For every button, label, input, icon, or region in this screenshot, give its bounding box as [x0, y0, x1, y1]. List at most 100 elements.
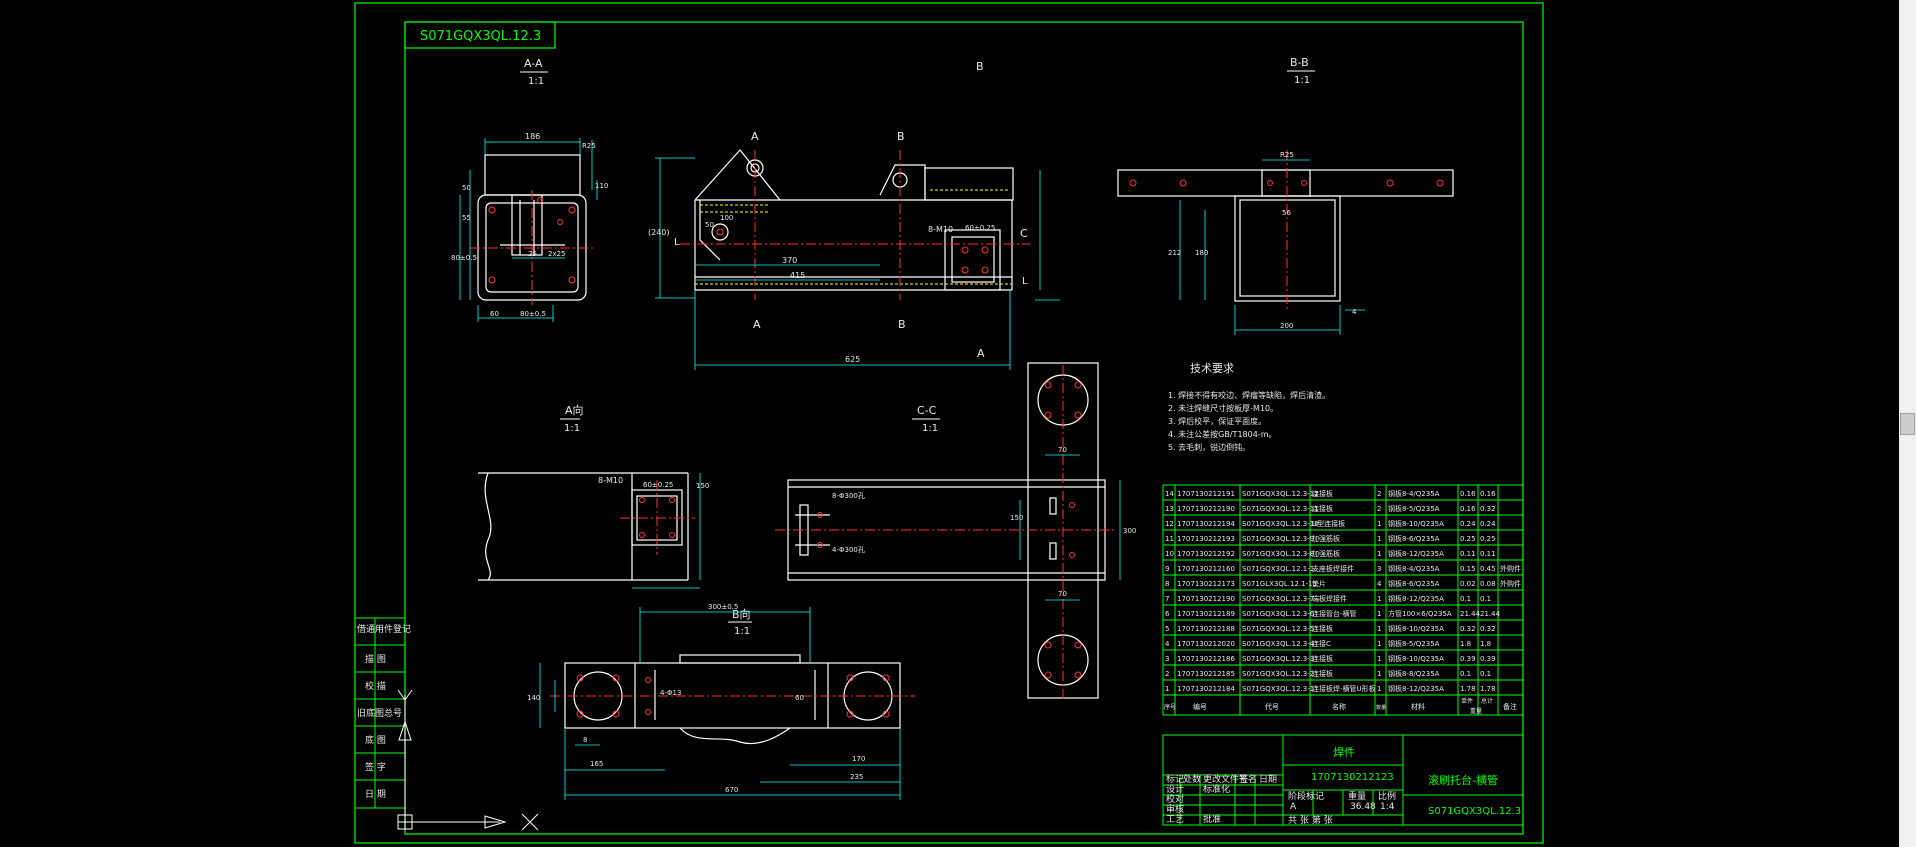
bom-cell-no: 10	[1165, 550, 1174, 558]
tech-requirements: 技术要求 1. 焊接不得有咬边、焊瘤等缺陷，焊后清渣。 2. 未注焊缝尺寸按板厚…	[1168, 362, 1330, 452]
bom-cell-qty: 1	[1377, 685, 1381, 693]
aa-title: A-A	[524, 57, 543, 70]
tech-item-1: 2. 未注焊缝尺寸按板厚-M10。	[1168, 403, 1278, 413]
bom-cell-no: 11	[1165, 535, 1174, 543]
bom-cell-total: 0.39	[1480, 655, 1496, 663]
strip-label-2: 校 描	[365, 680, 386, 692]
bom-cell-no: 1	[1165, 685, 1169, 693]
aa-dim-v: 80±0.5	[451, 254, 477, 262]
tb-drawing-no: S071GQX3QL.12.3	[1428, 806, 1521, 817]
cc-scale: 1:1	[922, 423, 938, 434]
cc-dim-d2: 4-Φ300孔	[832, 546, 865, 554]
main-dim-s: 60±0.25	[965, 224, 995, 232]
strip-label-5: 签 字	[365, 761, 386, 773]
inner-border	[404, 21, 1524, 835]
tb-lbl-sheet: 共 张 第 张	[1288, 814, 1333, 826]
bom-cell-code: 1707130212192	[1177, 550, 1235, 558]
bom-cell-qty: 1	[1377, 610, 1381, 618]
tech-item-3: 4. 未注公差按GB/T1804-m。	[1168, 429, 1276, 439]
aa-dim-h1: 50	[462, 184, 471, 192]
bom-cell-no: 5	[1165, 625, 1169, 633]
bom-cell-material: 钢板8-5/Q235A	[1388, 504, 1440, 513]
bom-cell-material: 钢板8-10/Q235A	[1388, 654, 1444, 663]
bom-header-unit: 单件	[1461, 697, 1473, 705]
bom-cell-no: 12	[1165, 520, 1174, 528]
bom-cell-name: 端板焊接件	[1312, 594, 1347, 603]
aa-dim-h3: 110	[595, 182, 608, 190]
bv-dim-b: 8	[583, 736, 587, 744]
main-dim-h2: 50	[705, 221, 714, 229]
tb-lbl-date: 日期	[1259, 774, 1277, 785]
tb-lbl-change: 更改文件号	[1203, 773, 1248, 785]
bom-cell-material: 钢板8-4/Q235A	[1388, 489, 1440, 498]
bom-cell-material: 方管100×6/Q235A	[1388, 609, 1452, 618]
main-marker-l2: L	[1022, 276, 1028, 287]
av-scale: 1:1	[564, 423, 580, 434]
bom-cell-material: 钢板8-12/Q235A	[1388, 684, 1444, 693]
bv-dim-h: 140	[527, 694, 540, 702]
main-view: B A B A B C A L L	[648, 60, 1060, 370]
tb-lbl-check: 校对	[1166, 793, 1184, 805]
bom-cell-material: 钢板8-6/Q235A	[1388, 579, 1440, 588]
tb-lbl-count: 处数	[1183, 773, 1201, 785]
bom-cell-code: 1707130212184	[1177, 685, 1235, 693]
ucs-icon	[397, 689, 539, 831]
av-dim-h: 150	[696, 482, 709, 490]
bom-cell-material: 钢板8-12/Q235A	[1388, 594, 1444, 603]
bom-header-code: 编号	[1193, 702, 1207, 711]
tb-part-label: 焊件	[1333, 745, 1355, 759]
bom-cell-material: 钢板8-10/Q235A	[1388, 519, 1444, 528]
tb-lbl-std: 标准化	[1203, 783, 1230, 795]
cc-dim-h: 300	[1123, 527, 1136, 535]
strip-label-3: 旧底图总号	[357, 707, 402, 719]
bom-cell-drawing: S071GQX3QL.12.3-3	[1242, 655, 1314, 663]
bb-dim-top: R25	[1280, 151, 1294, 159]
scrollbar-thumb[interactable]	[1900, 413, 1915, 435]
main-dim-l3: 625	[845, 355, 860, 364]
main-dim-h: (240)	[648, 228, 670, 237]
cc-title: C-C	[917, 404, 937, 417]
bom-cell-name: 加强筋板	[1312, 534, 1340, 543]
main-marker-l1: L	[674, 237, 680, 248]
bom-cell-drawing: S071GQX3QL.12.3-7	[1242, 595, 1314, 603]
bom-cell-code: 1707130212173	[1177, 580, 1235, 588]
bom-cell-total: 1.78	[1480, 685, 1496, 693]
main-marker-b-bot: B	[898, 318, 906, 331]
bom-cell-code: 1707130212194	[1177, 520, 1235, 528]
bom-cell-drawing: S071GQX3QL.12.3-11	[1242, 505, 1319, 513]
tb-weight: 36.48	[1350, 802, 1376, 812]
vertical-scrollbar[interactable]	[1899, 0, 1916, 847]
bom-cell-material: 钢板8-4/Q235A	[1388, 564, 1440, 573]
bom-cell-no: 4	[1165, 640, 1170, 648]
bom-cell-code: 1707130212193	[1177, 535, 1235, 543]
bom-cell-code: 1707130212186	[1177, 655, 1235, 663]
tb-lbl-scale: 比例	[1378, 790, 1396, 802]
bom-cell-material: 钢板8-6/Q235A	[1388, 534, 1440, 543]
bb-dim-b: 200	[1280, 322, 1293, 330]
bom-cell-no: 7	[1165, 595, 1169, 603]
main-marker-a-bot: A	[753, 318, 761, 331]
strip-label-1: 描 图	[365, 653, 386, 665]
tb-lbl-mark: 标记	[1166, 773, 1184, 785]
bv-dim-l3: 235	[850, 773, 863, 781]
bom-cell-total: 0.1	[1480, 595, 1491, 603]
bom-header-total: 总计	[1481, 697, 1493, 705]
bv-title: B向	[732, 607, 751, 621]
tech-title: 技术要求	[1190, 362, 1234, 375]
bom-cell-name: 支座板焊接件	[1312, 564, 1354, 573]
bom-cell-note: 外购件	[1500, 579, 1521, 588]
stamp-box	[404, 21, 556, 49]
bv-dim-c: 4-Φ13	[660, 689, 681, 697]
bom-cell-no: 14	[1165, 490, 1174, 498]
section-bb: B-B 1:1 R25 56 212 180 200 4	[1117, 56, 1454, 335]
bom-cell-unit: 0.1	[1460, 670, 1471, 678]
view-b: B向 1:1	[527, 603, 915, 800]
bom-header-name: 名称	[1332, 702, 1346, 711]
main-title: B	[976, 60, 984, 73]
bom-cell-drawing: S071GQX3QL.12.3-1	[1242, 685, 1314, 693]
bom-cell-unit: 1.8	[1460, 640, 1471, 648]
tb-lbl-approve: 批准	[1203, 813, 1221, 825]
bom-cell-drawing: S071GQX3QL.12.3-10	[1242, 520, 1319, 528]
